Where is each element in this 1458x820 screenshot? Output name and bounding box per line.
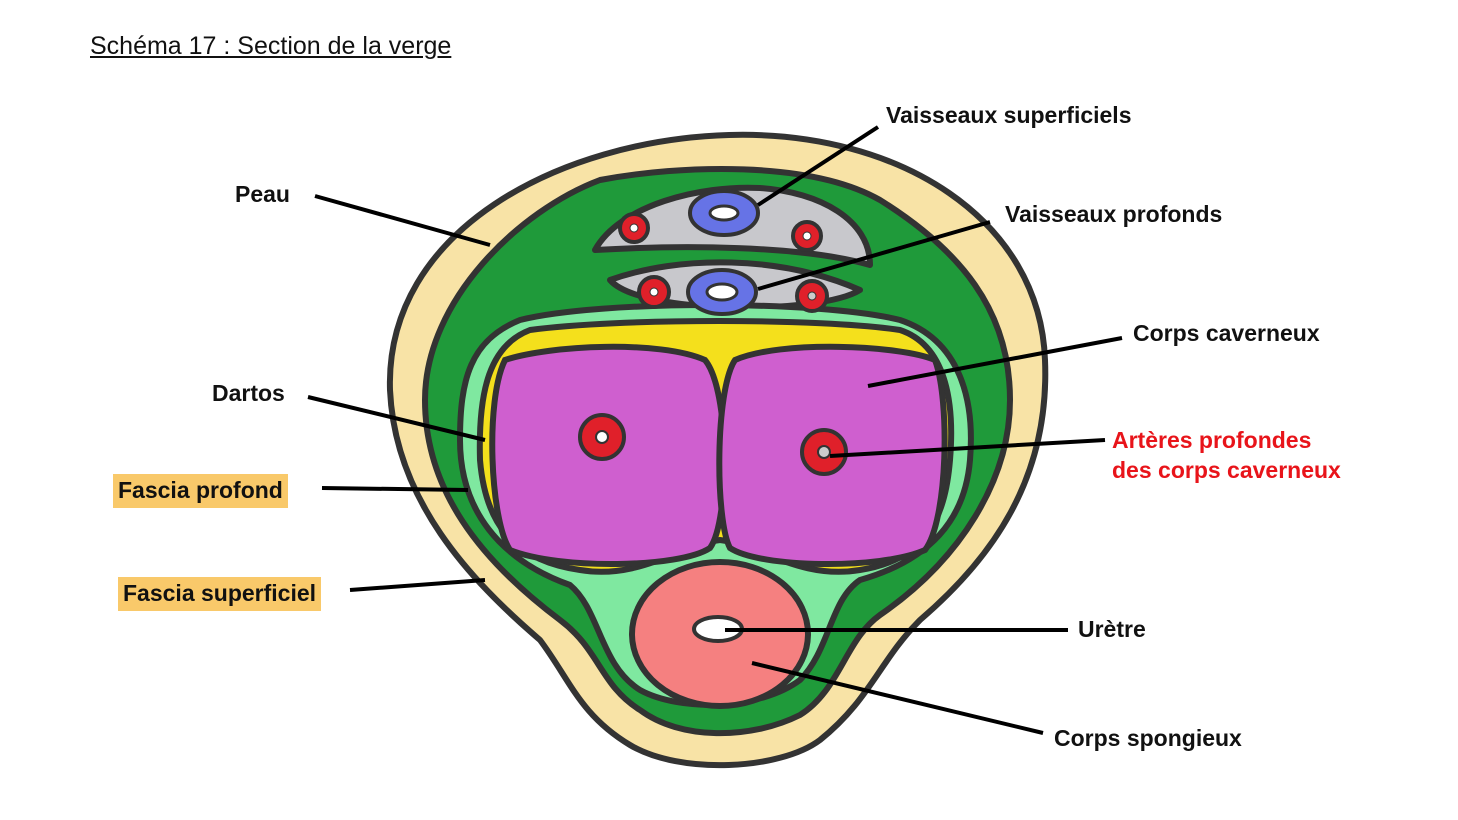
label-vaisseaux-superficiels: Vaisseaux superficiels xyxy=(886,102,1132,128)
leader-corps-caverneux xyxy=(867,336,1123,388)
leader-vaisseaux-profonds xyxy=(757,220,991,291)
label-fascia-profond: Fascia profond xyxy=(113,474,288,508)
diagram-title: Schéma 17 : Section de la verge xyxy=(90,32,452,60)
label-uretre: Urètre xyxy=(1078,616,1146,642)
label-corps-caverneux: Corps caverneux xyxy=(1133,320,1320,346)
leader-fascia-superficiel xyxy=(349,578,486,592)
label-arteres-profondes: Artères profondes des corps caverneux xyxy=(1112,426,1341,486)
leader-dartos xyxy=(307,395,486,442)
leader-corps-spongieux xyxy=(751,661,1044,735)
leader-peau xyxy=(314,194,491,247)
label-arteres-line1: Artères profondes xyxy=(1112,427,1312,453)
leader-fascia-profond xyxy=(321,486,469,492)
leader-vaisseaux-superficiels xyxy=(756,125,880,207)
label-vaisseaux-profonds: Vaisseaux profonds xyxy=(1005,201,1223,227)
leader-arteres xyxy=(829,438,1106,458)
label-arteres-line2: des corps caverneux xyxy=(1112,456,1341,483)
label-peau: Peau xyxy=(235,181,290,207)
label-fascia-superficiel: Fascia superficiel xyxy=(118,577,322,611)
label-corps-spongieux: Corps spongieux xyxy=(1054,725,1242,751)
label-dartos: Dartos xyxy=(212,380,285,406)
